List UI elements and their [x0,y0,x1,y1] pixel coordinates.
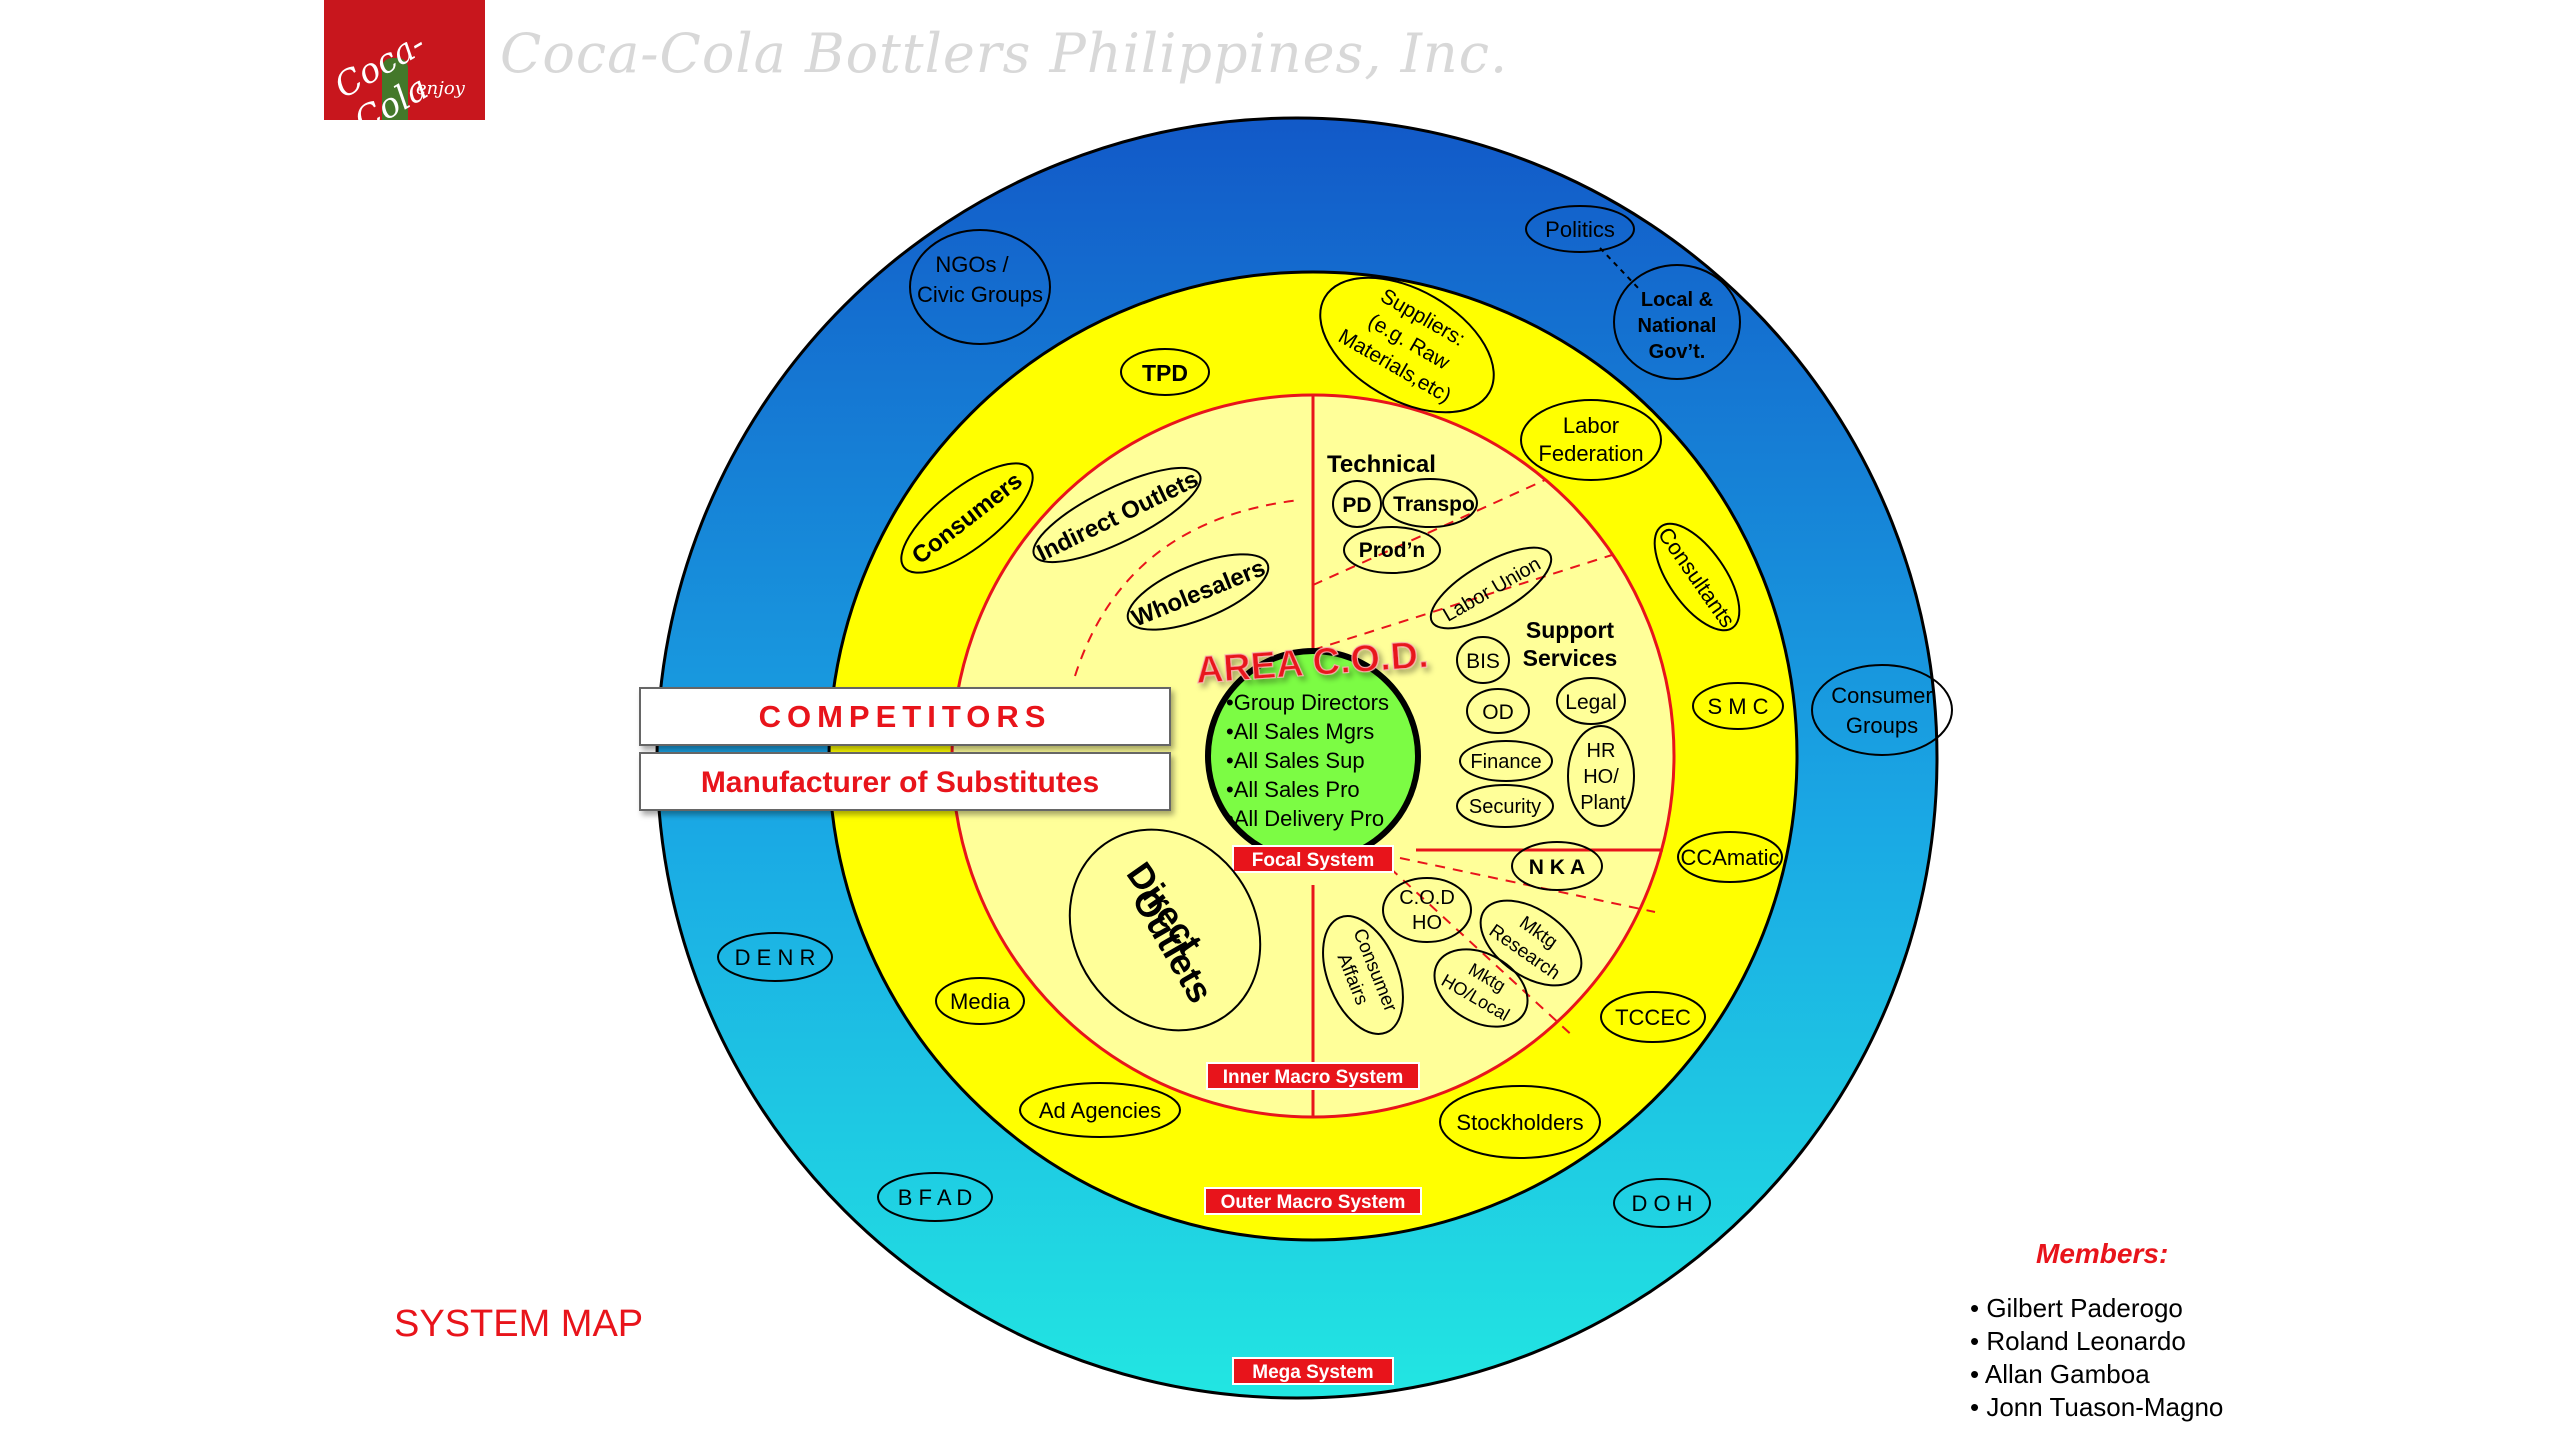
bfad-node: B F A D [877,1172,993,1222]
svg-text:Local &: Local & [1641,289,1713,311]
support-heading-2: Services [1523,645,1618,671]
svg-text:B F A D: B F A D [898,1185,973,1210]
svg-text:CCAmatic: CCAmatic [1680,845,1779,870]
media-node: Media [935,977,1025,1025]
svg-text:D O H: D O H [1631,1191,1692,1216]
svg-text:TCCEC: TCCEC [1615,1005,1691,1030]
bis-node: BIS [1456,636,1510,684]
member-item: • Roland Leonardo [1970,1326,2186,1356]
bottle-icon [382,58,408,120]
mega-system-tag: Mega System [1232,1357,1394,1385]
smc-node: S M C [1692,682,1784,730]
svg-text:Groups: Groups [1846,713,1918,738]
tpd-node: TPD [1120,348,1210,396]
prodn-node: Prod’n [1343,526,1441,574]
center-item: •Group Directors [1226,690,1389,715]
doh-node: D O H [1613,1178,1711,1228]
politics-node: Politics [1525,205,1635,253]
center-item: •All Sales Mgrs [1226,719,1374,744]
svg-text:COMPETITORS: COMPETITORS [759,699,1052,734]
svg-text:Mega System: Mega System [1252,1362,1373,1383]
svg-text:Legal: Legal [1565,691,1616,714]
page-title: SYSTEM MAP [394,1303,644,1345]
technical-heading: Technical [1327,451,1436,478]
svg-text:Plant: Plant [1580,792,1626,814]
coca-cola-logo: Coca-Cola enjoy [324,0,485,120]
svg-text:Stockholders: Stockholders [1456,1110,1583,1135]
svg-text:Consumer: Consumer [1831,683,1932,708]
inner-macro-tag: Inner Macro System [1206,1062,1420,1090]
consumer-groups-node: Consumer Groups [1811,664,1953,756]
svg-text:D E N R: D E N R [735,945,816,970]
hr-node: HR HO/ Plant [1567,725,1635,827]
svg-text:Manufacturer of Substitutes: Manufacturer of Substitutes [701,766,1099,799]
nka-node: N K A [1511,841,1603,891]
center-item: •All Sales Sup [1226,748,1365,773]
svg-text:Focal System: Focal System [1252,850,1375,871]
labor-federation-node: Labor Federation [1520,399,1662,481]
substitutes-box: Manufacturer of Substitutes [639,752,1171,811]
od-node: OD [1466,688,1530,734]
stockholders-node: Stockholders [1439,1085,1601,1159]
denr-node: D E N R [717,932,833,982]
dash-tech-support [1312,479,1546,586]
svg-text:Civic Groups: Civic Groups [917,282,1043,307]
svg-text:HO: HO [1412,912,1442,934]
svg-text:Gov’t.: Gov’t. [1649,341,1706,363]
logo-tagline: enjoy [416,78,465,99]
member-item: • Gilbert Paderogo [1970,1293,2183,1323]
members-list: • Gilbert Paderogo • Roland Leonardo • A… [1970,1292,2223,1424]
finance-node: Finance [1459,740,1553,782]
member-item: • Allan Gamboa [1970,1359,2150,1389]
svg-text:Inner Macro System: Inner Macro System [1223,1067,1404,1088]
government-node: Local & National Gov’t. [1613,264,1741,380]
svg-text:Ad Agencies: Ad Agencies [1039,1098,1161,1123]
svg-text:Security: Security [1469,796,1541,818]
svg-text:NGOs /: NGOs / [935,252,1009,277]
ngos-node: NGOs / Civic Groups [909,229,1051,345]
svg-text:Politics: Politics [1545,217,1615,242]
ad-agencies-node: Ad Agencies [1019,1082,1181,1138]
support-heading: Support [1526,617,1614,643]
company-name: Coca-Cola Bottlers Philippines, Inc. [500,22,1509,85]
svg-text:HO/: HO/ [1583,766,1619,788]
svg-text:Federation: Federation [1538,441,1643,466]
svg-text:C.O.D: C.O.D [1399,887,1455,909]
svg-text:Outer Macro System: Outer Macro System [1221,1192,1406,1213]
dash-wholesaler-arc [1074,499,1301,677]
cod-ho-node: C.O.D HO [1382,877,1472,943]
svg-text:Finance: Finance [1470,751,1541,773]
svg-text:HR: HR [1587,740,1616,762]
center-item: •All Delivery Pro [1226,806,1384,831]
dash-support-inner [1312,554,1613,651]
dash-mktg-2 [1389,867,1576,1039]
svg-text:PD: PD [1342,494,1371,517]
svg-text:N K A: N K A [1529,856,1585,879]
svg-text:Transpo: Transpo [1393,493,1475,516]
outer-macro-tag: Outer Macro System [1204,1187,1422,1215]
member-item: • Jonn Tuason-Magno [1970,1392,2224,1422]
pd-node: PD [1332,480,1382,528]
competitors-box: COMPETITORS [639,687,1171,746]
svg-text:S M C: S M C [1707,694,1768,719]
svg-text:National: National [1638,315,1717,337]
svg-text:Labor: Labor [1563,413,1619,438]
legal-node: Legal [1556,677,1626,725]
ccamatic-node: CCAmatic [1677,831,1783,883]
transpo-node: Transpo [1382,478,1478,528]
svg-text:BIS: BIS [1466,650,1500,673]
svg-text:Prod’n: Prod’n [1359,539,1426,562]
svg-text:TPD: TPD [1142,360,1188,386]
tccec-node: TCCEC [1600,991,1706,1043]
security-node: Security [1456,784,1554,828]
svg-text:Media: Media [950,989,1011,1014]
focal-system-tag: Focal System [1232,845,1394,873]
members-heading: Members: [2036,1238,2169,1269]
center-item: •All Sales Pro [1226,777,1360,802]
svg-text:OD: OD [1482,701,1514,724]
